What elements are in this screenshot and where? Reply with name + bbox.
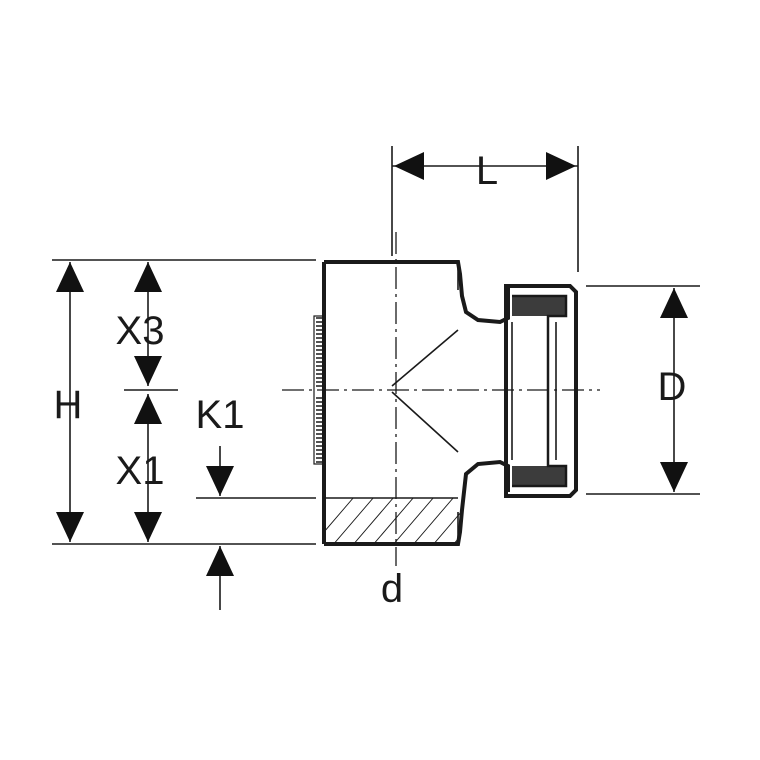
- inlet-thread: [313, 315, 325, 465]
- fitting-body: [322, 260, 510, 546]
- label-D: D: [658, 365, 687, 409]
- dimension-K1: [196, 446, 316, 610]
- dimension-X3: [124, 262, 178, 391]
- label-L: L: [476, 149, 498, 193]
- dimension-H: [52, 259, 316, 545]
- label-d: d: [381, 567, 403, 611]
- label-X3: X3: [116, 309, 165, 353]
- side-outlet: [504, 284, 578, 498]
- dimension-L: [391, 146, 579, 272]
- dimension-D: [586, 285, 700, 495]
- label-K1: K1: [196, 393, 245, 437]
- dimension-X1: [134, 394, 162, 542]
- label-X1: X1: [116, 449, 165, 493]
- label-H: H: [54, 383, 83, 427]
- hatched-base-zone: [324, 498, 460, 544]
